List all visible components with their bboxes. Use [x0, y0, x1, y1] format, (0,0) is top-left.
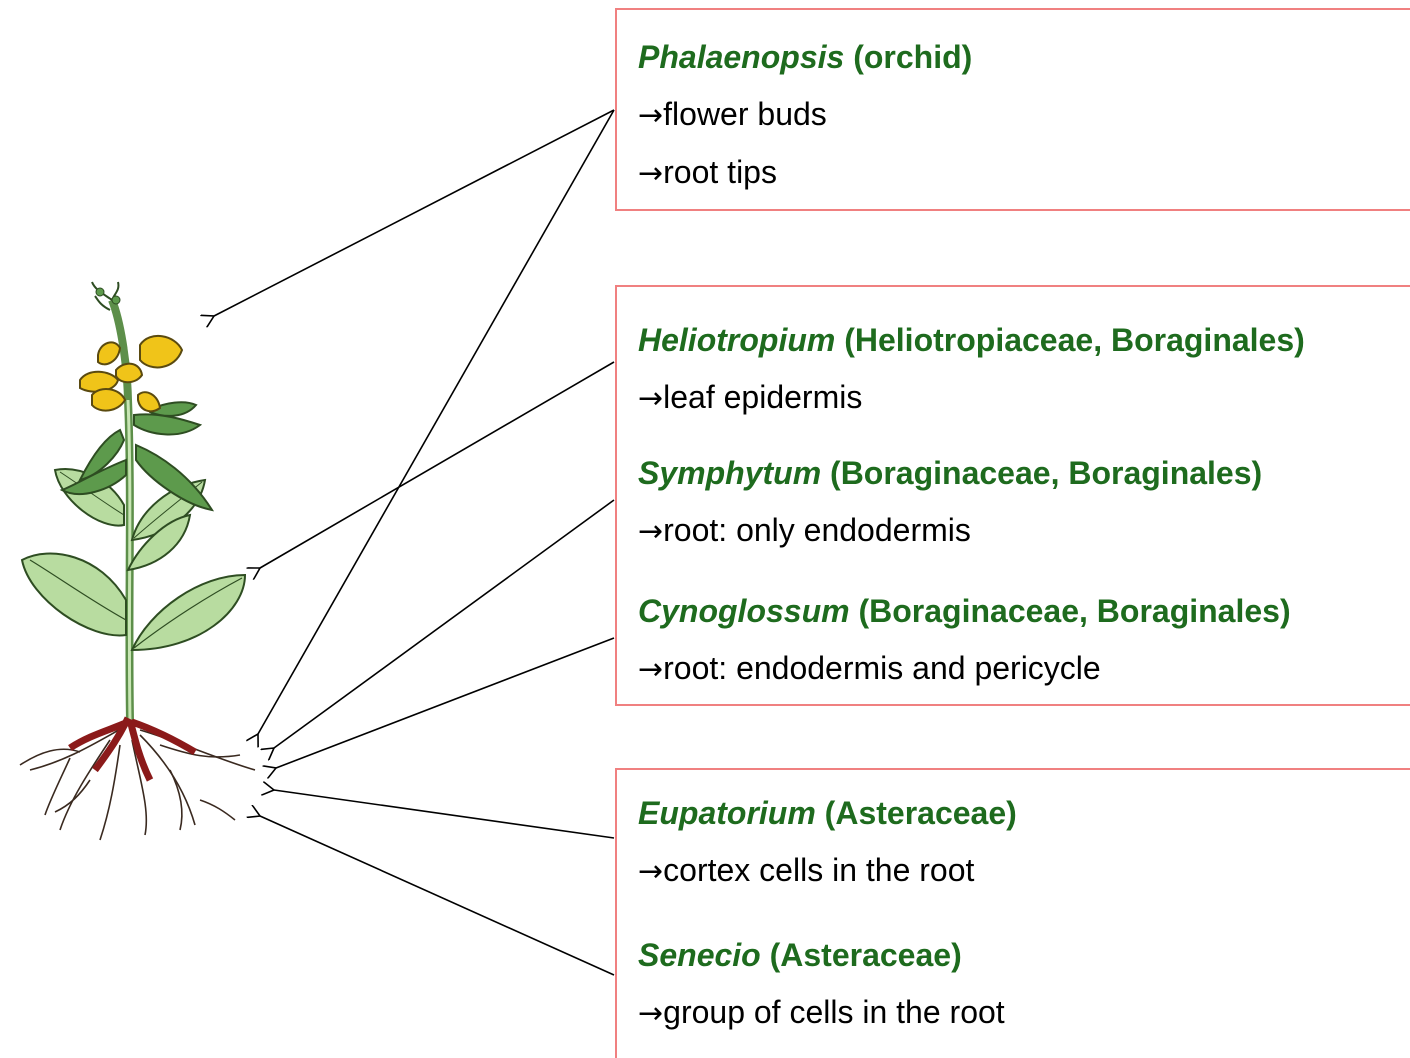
note-text: root: endodermis and pericycle — [663, 650, 1101, 686]
note-item: →group of cells in the root — [638, 993, 1005, 1033]
arrow-phalaenopsis-flower — [214, 110, 614, 316]
genus-name: Senecio — [638, 937, 761, 973]
note-text: group of cells in the root — [663, 994, 1005, 1030]
right-arrow-icon: → — [638, 652, 663, 687]
right-arrow-icon: → — [638, 381, 663, 416]
family-name: (Boraginaceae, Boraginales) — [858, 593, 1290, 629]
note-text: root tips — [663, 154, 777, 190]
note-item: →root tips — [638, 153, 777, 193]
genus-name: Symphytum — [638, 455, 821, 491]
note-text: root: only endodermis — [663, 512, 971, 548]
family-name: (Asteraceae) — [770, 937, 962, 973]
arrow-cynoglossum — [276, 638, 614, 768]
note-item: →root: endodermis and pericycle — [638, 649, 1101, 689]
entry-title-heliotropium: Heliotropium (Heliotropiaceae, Boraginal… — [638, 321, 1305, 359]
right-arrow-icon: → — [638, 98, 663, 133]
entry-title-symphytum: Symphytum (Boraginaceae, Boraginales) — [638, 454, 1262, 492]
note-item: →flower buds — [638, 95, 827, 135]
arrow-phalaenopsis-root — [258, 110, 614, 734]
note-text: leaf epidermis — [663, 379, 862, 415]
family-name: (orchid) — [853, 39, 972, 75]
right-arrow-icon: → — [638, 854, 663, 889]
note-text: cortex cells in the root — [663, 852, 974, 888]
genus-name: Cynoglossum — [638, 593, 850, 629]
genus-name: Heliotropium — [638, 322, 835, 358]
note-item: →cortex cells in the root — [638, 851, 974, 891]
entry-title-phalaenopsis: Phalaenopsis (orchid) — [638, 38, 972, 76]
note-text: flower buds — [663, 96, 827, 132]
leaf-left-large — [22, 553, 126, 635]
right-arrow-icon: → — [638, 156, 663, 191]
arrow-senecio — [260, 816, 614, 975]
note-item: →leaf epidermis — [638, 378, 862, 418]
arrow-symphytum — [274, 500, 614, 748]
connector-arrows — [214, 110, 614, 975]
family-name: (Boraginaceae, Boraginales) — [830, 455, 1262, 491]
entry-title-cynoglossum: Cynoglossum (Boraginaceae, Boraginales) — [638, 592, 1291, 630]
right-arrow-icon: → — [638, 514, 663, 549]
entry-title-eupatorium: Eupatorium (Asteraceae) — [638, 794, 1017, 832]
entry-title-senecio: Senecio (Asteraceae) — [638, 936, 962, 974]
note-item: →root: only endodermis — [638, 511, 971, 551]
right-arrow-icon: → — [638, 996, 663, 1031]
genus-name: Phalaenopsis — [638, 39, 844, 75]
family-name: (Asteraceae) — [825, 795, 1017, 831]
family-name: (Heliotropiaceae, Boraginales) — [844, 322, 1305, 358]
arrow-eupatorium — [274, 790, 614, 838]
arrow-heliotropium — [260, 362, 614, 568]
genus-name: Eupatorium — [638, 795, 816, 831]
